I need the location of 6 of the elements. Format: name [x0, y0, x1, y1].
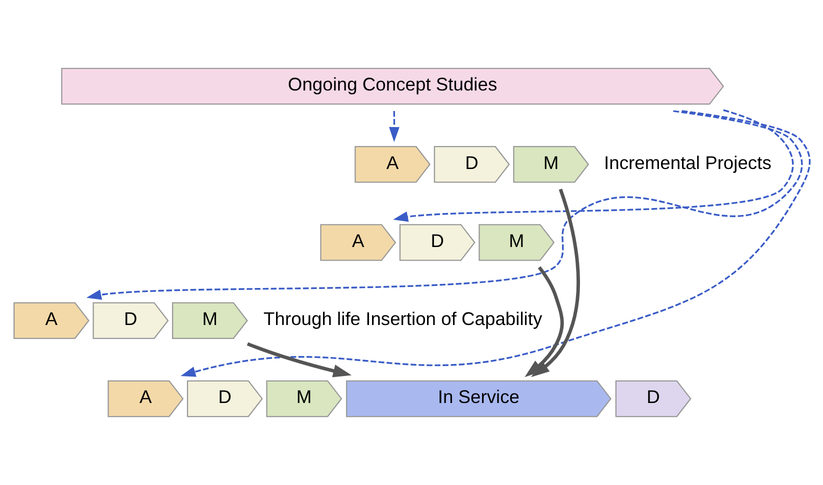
- label: Through life Insertion of Capability: [263, 308, 542, 329]
- arrow: [246, 342, 352, 378]
- label: Incremental Projects: [604, 152, 771, 173]
- arrow: [392, 109, 794, 222]
- arrow: [86, 110, 802, 300]
- arrow: [388, 111, 399, 142]
